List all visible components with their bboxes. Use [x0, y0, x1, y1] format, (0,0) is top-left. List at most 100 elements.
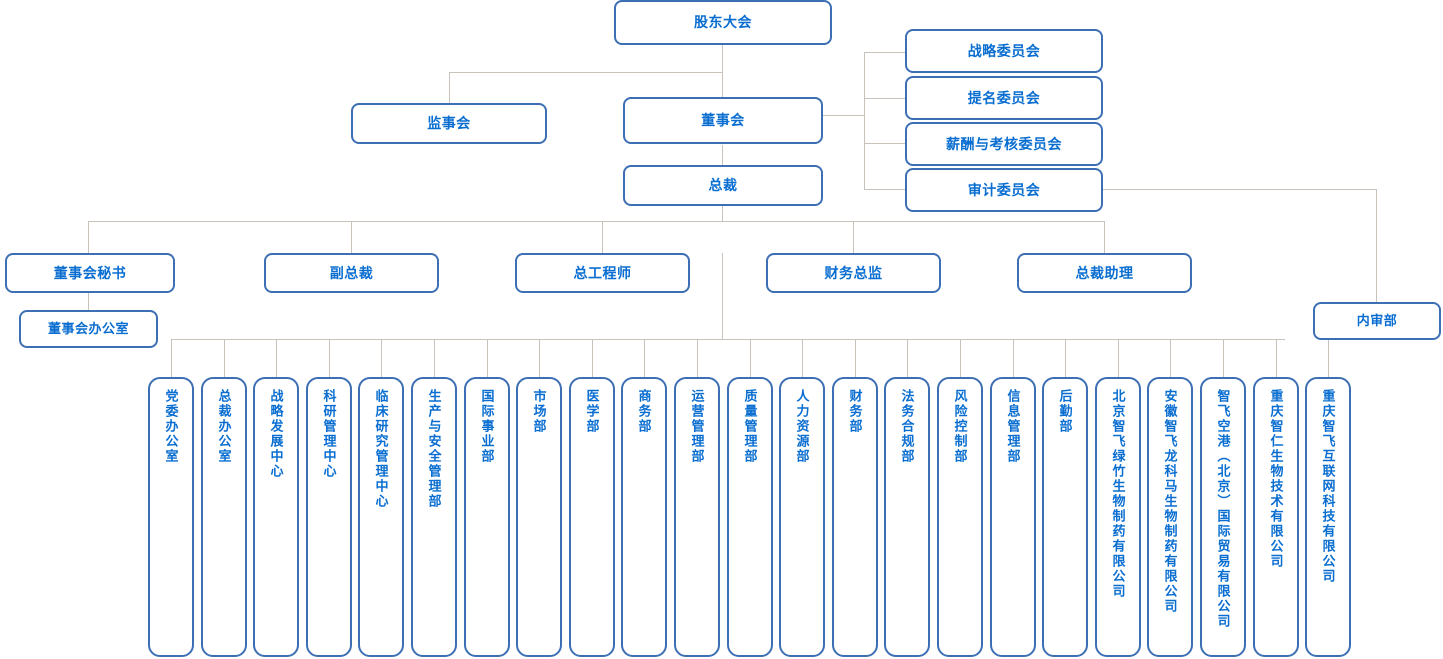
department-label: 党委办公室 [163, 389, 179, 464]
department-label: 北京智飞绿竹生物制药有限公司 [1110, 389, 1126, 599]
node-department-20[interactable]: 智飞空港（北京）国际贸易有限公司 [1200, 377, 1246, 657]
node-internal-audit[interactable]: 内审部 [1313, 302, 1441, 340]
node-board-of-supervisors[interactable]: 监事会 [351, 103, 547, 144]
node-department-17[interactable]: 后勤部 [1042, 377, 1088, 657]
node-board-secretary[interactable]: 董事会秘书 [5, 253, 175, 293]
connector-supervisors-drop [449, 72, 450, 103]
connector-department-15 [960, 339, 961, 377]
department-label: 质量管理部 [742, 389, 758, 464]
connector-shareholders-to-supervisors-h [449, 72, 723, 73]
node-department-5[interactable]: 生产与安全管理部 [411, 377, 457, 657]
connector-board-to-president [722, 145, 723, 165]
node-department-13[interactable]: 财务部 [832, 377, 878, 657]
department-label: 运营管理部 [689, 389, 705, 464]
connector-exec-1 [351, 221, 352, 253]
node-chief-engineer[interactable]: 总工程师 [515, 253, 690, 293]
department-label: 国际事业部 [479, 389, 495, 464]
department-label: 信息管理部 [1005, 389, 1021, 464]
department-label: 人力资源部 [794, 389, 810, 464]
node-board-of-directors[interactable]: 董事会 [623, 97, 823, 144]
department-label: 重庆智飞互联网科技有限公司 [1320, 389, 1336, 584]
connector-department-3 [329, 339, 330, 377]
department-label: 财务部 [847, 389, 863, 434]
node-president-assistant[interactable]: 总裁助理 [1017, 253, 1192, 293]
connector-department-4 [381, 339, 382, 377]
department-label: 战略发展中心 [268, 389, 284, 479]
node-department-22[interactable]: 重庆智飞互联网科技有限公司 [1305, 377, 1351, 657]
connector-department-13 [855, 339, 856, 377]
connector-department-9 [644, 339, 645, 377]
node-committee-strategy[interactable]: 战略委员会 [905, 29, 1103, 73]
connector-department-5 [434, 339, 435, 377]
node-department-4[interactable]: 临床研究管理中心 [358, 377, 404, 657]
department-label: 商务部 [636, 389, 652, 434]
node-department-10[interactable]: 运营管理部 [674, 377, 720, 657]
node-department-14[interactable]: 法务合规部 [884, 377, 930, 657]
connector-department-bus [171, 339, 1285, 340]
connector-department-12 [802, 339, 803, 377]
node-department-16[interactable]: 信息管理部 [990, 377, 1036, 657]
node-department-0[interactable]: 党委办公室 [148, 377, 194, 657]
node-department-9[interactable]: 商务部 [621, 377, 667, 657]
connector-department-17 [1065, 339, 1066, 377]
connector-exec-0 [88, 221, 89, 253]
department-label: 医学部 [584, 389, 600, 434]
connector-exec-2 [602, 221, 603, 253]
department-label: 市场部 [531, 389, 547, 434]
connector-department-0 [171, 339, 172, 377]
connector-department-8 [592, 339, 593, 377]
node-board-office[interactable]: 董事会办公室 [19, 310, 158, 348]
department-label: 临床研究管理中心 [373, 389, 389, 509]
node-department-7[interactable]: 市场部 [516, 377, 562, 657]
connector-president-to-dept-bus [722, 253, 723, 339]
node-committee-nomination[interactable]: 提名委员会 [905, 76, 1103, 120]
connector-department-20 [1223, 339, 1224, 377]
node-committee-audit[interactable]: 审计委员会 [905, 168, 1103, 212]
department-label: 法务合规部 [899, 389, 915, 464]
connector-president-drop [722, 205, 723, 222]
department-label: 安徽智飞龙科马生物制药有限公司 [1162, 389, 1178, 614]
node-department-8[interactable]: 医学部 [569, 377, 615, 657]
connector-committee-1 [864, 98, 905, 99]
node-president[interactable]: 总裁 [623, 165, 823, 206]
connector-department-11 [750, 339, 751, 377]
connector-exec-4 [1104, 221, 1105, 253]
connector-board-to-committees-h [823, 115, 865, 116]
connector-department-10 [697, 339, 698, 377]
connector-department-14 [907, 339, 908, 377]
connector-committee-3 [864, 189, 905, 190]
node-committee-compensation[interactable]: 薪酬与考核委员会 [905, 122, 1103, 166]
department-label: 科研管理中心 [321, 389, 337, 479]
connector-exec-3 [853, 221, 854, 253]
connector-committee-0 [864, 52, 905, 53]
connector-department-21 [1276, 339, 1277, 377]
node-department-1[interactable]: 总裁办公室 [201, 377, 247, 657]
node-vice-president[interactable]: 副总裁 [264, 253, 439, 293]
connector-department-18 [1118, 339, 1119, 377]
connector-department-7 [539, 339, 540, 377]
department-label: 生产与安全管理部 [426, 389, 442, 509]
node-department-3[interactable]: 科研管理中心 [306, 377, 352, 657]
connector-department-22 [1328, 339, 1329, 377]
node-department-12[interactable]: 人力资源部 [779, 377, 825, 657]
node-department-2[interactable]: 战略发展中心 [253, 377, 299, 657]
node-department-11[interactable]: 质量管理部 [727, 377, 773, 657]
department-label: 总裁办公室 [216, 389, 232, 464]
connector-department-6 [487, 339, 488, 377]
node-shareholders-meeting[interactable]: 股东大会 [614, 0, 832, 45]
node-cfo[interactable]: 财务总监 [766, 253, 941, 293]
connector-executive-bus [88, 221, 1104, 222]
connector-department-19 [1170, 339, 1171, 377]
connector-department-2 [276, 339, 277, 377]
connector-department-16 [1013, 339, 1014, 377]
node-department-6[interactable]: 国际事业部 [464, 377, 510, 657]
node-department-15[interactable]: 风险控制部 [937, 377, 983, 657]
node-department-21[interactable]: 重庆智仁生物技术有限公司 [1253, 377, 1299, 657]
node-department-18[interactable]: 北京智飞绿竹生物制药有限公司 [1095, 377, 1141, 657]
connector-internal-audit-drop [1376, 189, 1377, 302]
department-label: 风险控制部 [952, 389, 968, 464]
department-label: 后勤部 [1057, 389, 1073, 434]
connector-department-1 [224, 339, 225, 377]
node-department-19[interactable]: 安徽智飞龙科马生物制药有限公司 [1147, 377, 1193, 657]
department-label: 重庆智仁生物技术有限公司 [1268, 389, 1284, 569]
